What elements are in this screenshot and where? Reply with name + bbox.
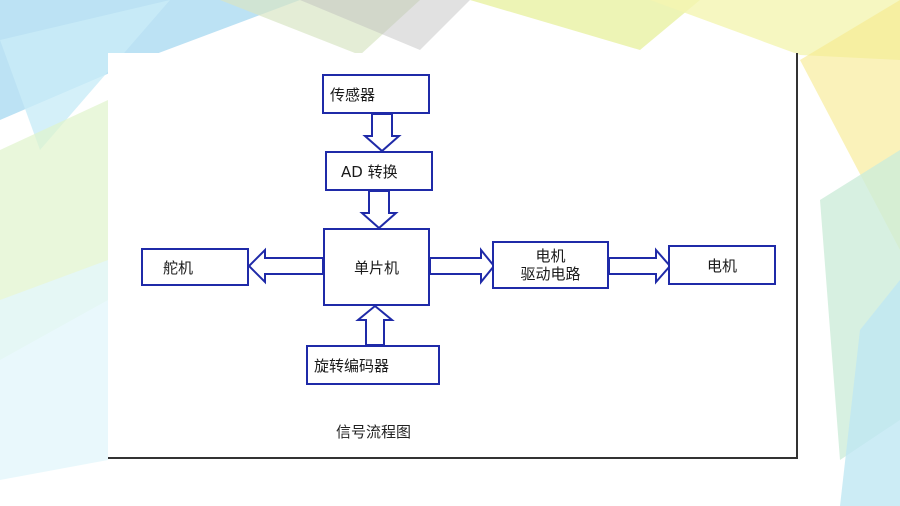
servo-label: 舵机	[163, 258, 194, 277]
motor-driver-box: 电机 驱动电路	[492, 241, 609, 289]
rotary-encoder-box: 旋转编码器	[306, 345, 440, 385]
mcu-box: 单片机	[323, 228, 430, 306]
motor-label: 电机	[706, 256, 737, 275]
ad-convert-box: AD 转换	[325, 151, 433, 191]
motor-box: 电机	[668, 245, 776, 285]
diagram-caption: 信号流程图	[336, 423, 412, 441]
sensor-label: 传感器	[330, 85, 376, 104]
motor-driver-label-line2: 驱动电路	[520, 265, 581, 283]
rotary-encoder-label: 旋转编码器	[314, 356, 390, 375]
sensor-box: 传感器	[322, 74, 430, 114]
ad-convert-label: AD 转换	[341, 162, 398, 181]
servo-box: 舵机	[141, 248, 249, 286]
mcu-label: 单片机	[353, 258, 399, 277]
motor-driver-label-line1: 电机	[535, 247, 566, 265]
